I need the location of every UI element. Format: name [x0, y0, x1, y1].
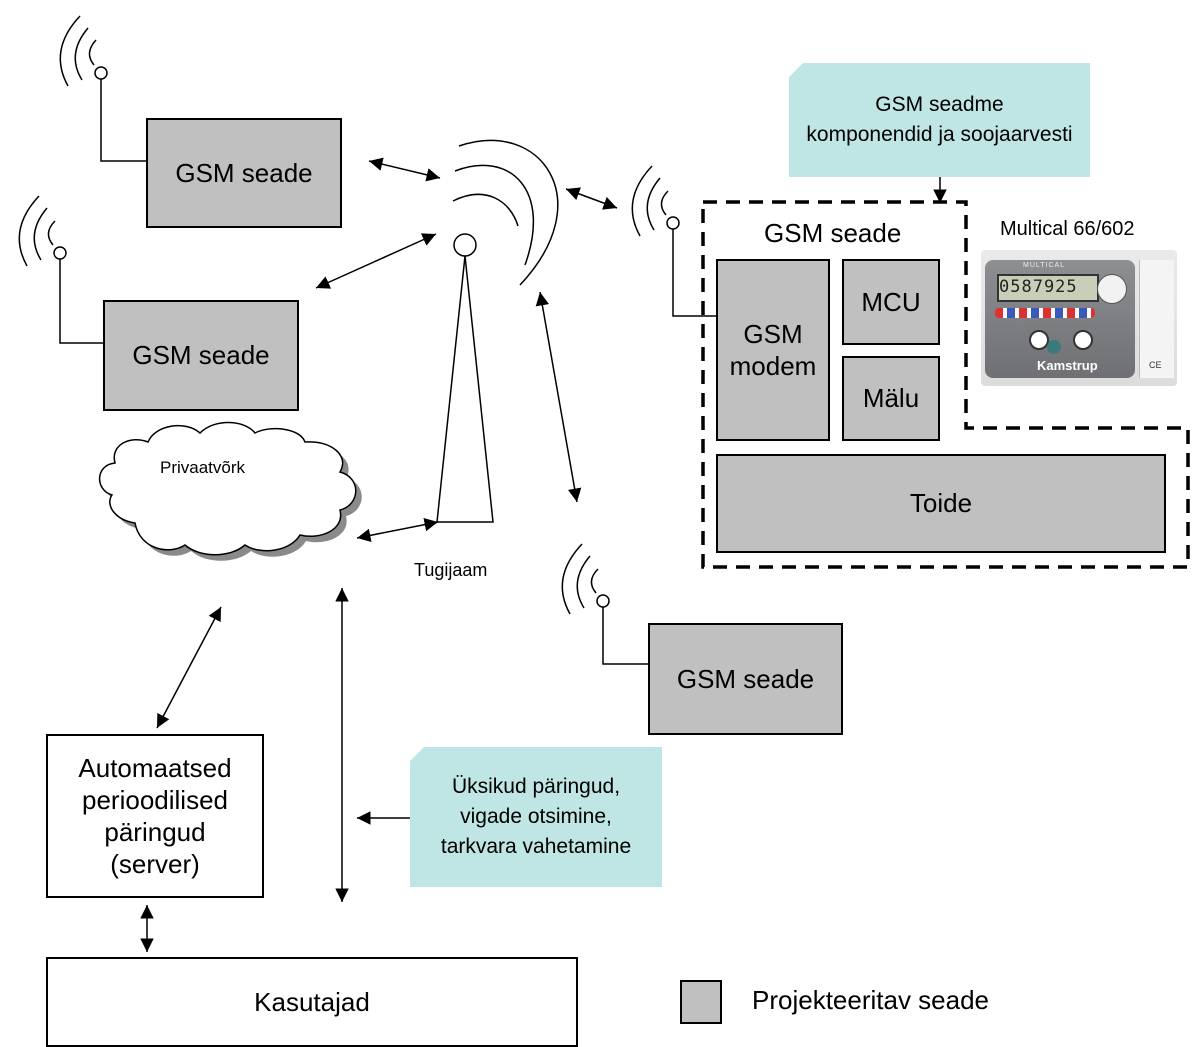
arrow-cloud-server — [156, 606, 222, 729]
meter-ce-mark: CE — [1149, 360, 1162, 370]
meter-side-label — [1139, 260, 1174, 378]
meter-button-right-icon — [1073, 330, 1093, 350]
components-note: GSM seadme komponendid ja soojaarvesti — [789, 63, 1090, 177]
gsm-device-2-label: GSM seade — [132, 340, 270, 370]
meter-brand: MULTICAL — [1023, 262, 1066, 269]
connection-arrows — [140, 157, 947, 952]
gsm-device-3: GSM seade — [648, 623, 843, 735]
arrow-device1-tower — [368, 157, 441, 182]
queries-note-text: Üksikud päringud, vigade otsimine, tarkv… — [440, 775, 632, 858]
power-block: Toide — [716, 454, 1166, 553]
arrow-tower-detail — [565, 187, 618, 210]
gsm-device-1: GSM seade — [146, 118, 342, 228]
arrow-cloud-tower — [356, 517, 439, 543]
meter-maker: Kamstrup — [1037, 358, 1098, 373]
meter-face: MULTICAL 0587925 Kamstrup — [985, 260, 1135, 378]
antenna-4-icon — [631, 165, 716, 317]
legend-label: Projekteeritav seade — [752, 985, 990, 1015]
meter-display: 0587925 — [997, 274, 1099, 302]
meter-button-left-icon — [1029, 330, 1049, 350]
users-label: Kasutajad — [254, 987, 370, 1017]
detail-device-title: GSM seade — [764, 218, 902, 248]
antenna-3-icon — [561, 543, 648, 665]
components-note-text: GSM seadme komponendid ja soojaarvesti — [806, 93, 1073, 146]
meter-logo-icon — [1047, 340, 1061, 354]
device-boundary-outline — [701, 200, 1190, 569]
meter-title: Multical 66/602 — [1000, 218, 1135, 240]
gsm-device-3-label: GSM seade — [676, 663, 815, 694]
mcu-label: MCU — [861, 286, 921, 317]
memory-block: Mälu — [842, 356, 940, 441]
server-label: Automaatsed perioodilised päringud (serv… — [78, 753, 232, 879]
server-box: Automaatsed perioodilised päringud (serv… — [46, 734, 264, 898]
private-network-cloud-icon — [98, 421, 362, 561]
mcu-block: MCU — [842, 259, 940, 345]
base-station-tower-icon — [436, 139, 559, 523]
meter-keypad-icon — [995, 308, 1095, 318]
arrow-device2-tower — [315, 233, 437, 289]
gsm-device-1-label: GSM seade — [175, 157, 313, 188]
meter-dial-icon — [1097, 274, 1127, 304]
memory-label: Mälu — [862, 383, 920, 413]
gsm-modem-block: GSM modem — [716, 259, 830, 441]
power-label: Toide — [909, 488, 973, 518]
antenna-1-icon — [59, 15, 146, 162]
gsm-modem-label: GSM modem — [729, 319, 817, 381]
gsm-device-2: GSM seade — [103, 300, 299, 411]
base-station-label: Tugijaam — [414, 560, 488, 580]
heat-meter-image: MULTICAL 0587925 Kamstrup CE — [981, 250, 1177, 386]
arrow-tower-device3 — [535, 291, 582, 503]
legend-swatch — [680, 980, 722, 1024]
private-network-label: Privaatvõrk — [160, 458, 246, 477]
antenna-2-icon — [18, 195, 103, 344]
queries-note: Üksikud päringud, vigade otsimine, tarkv… — [410, 747, 662, 887]
users-box: Kasutajad — [46, 957, 578, 1047]
